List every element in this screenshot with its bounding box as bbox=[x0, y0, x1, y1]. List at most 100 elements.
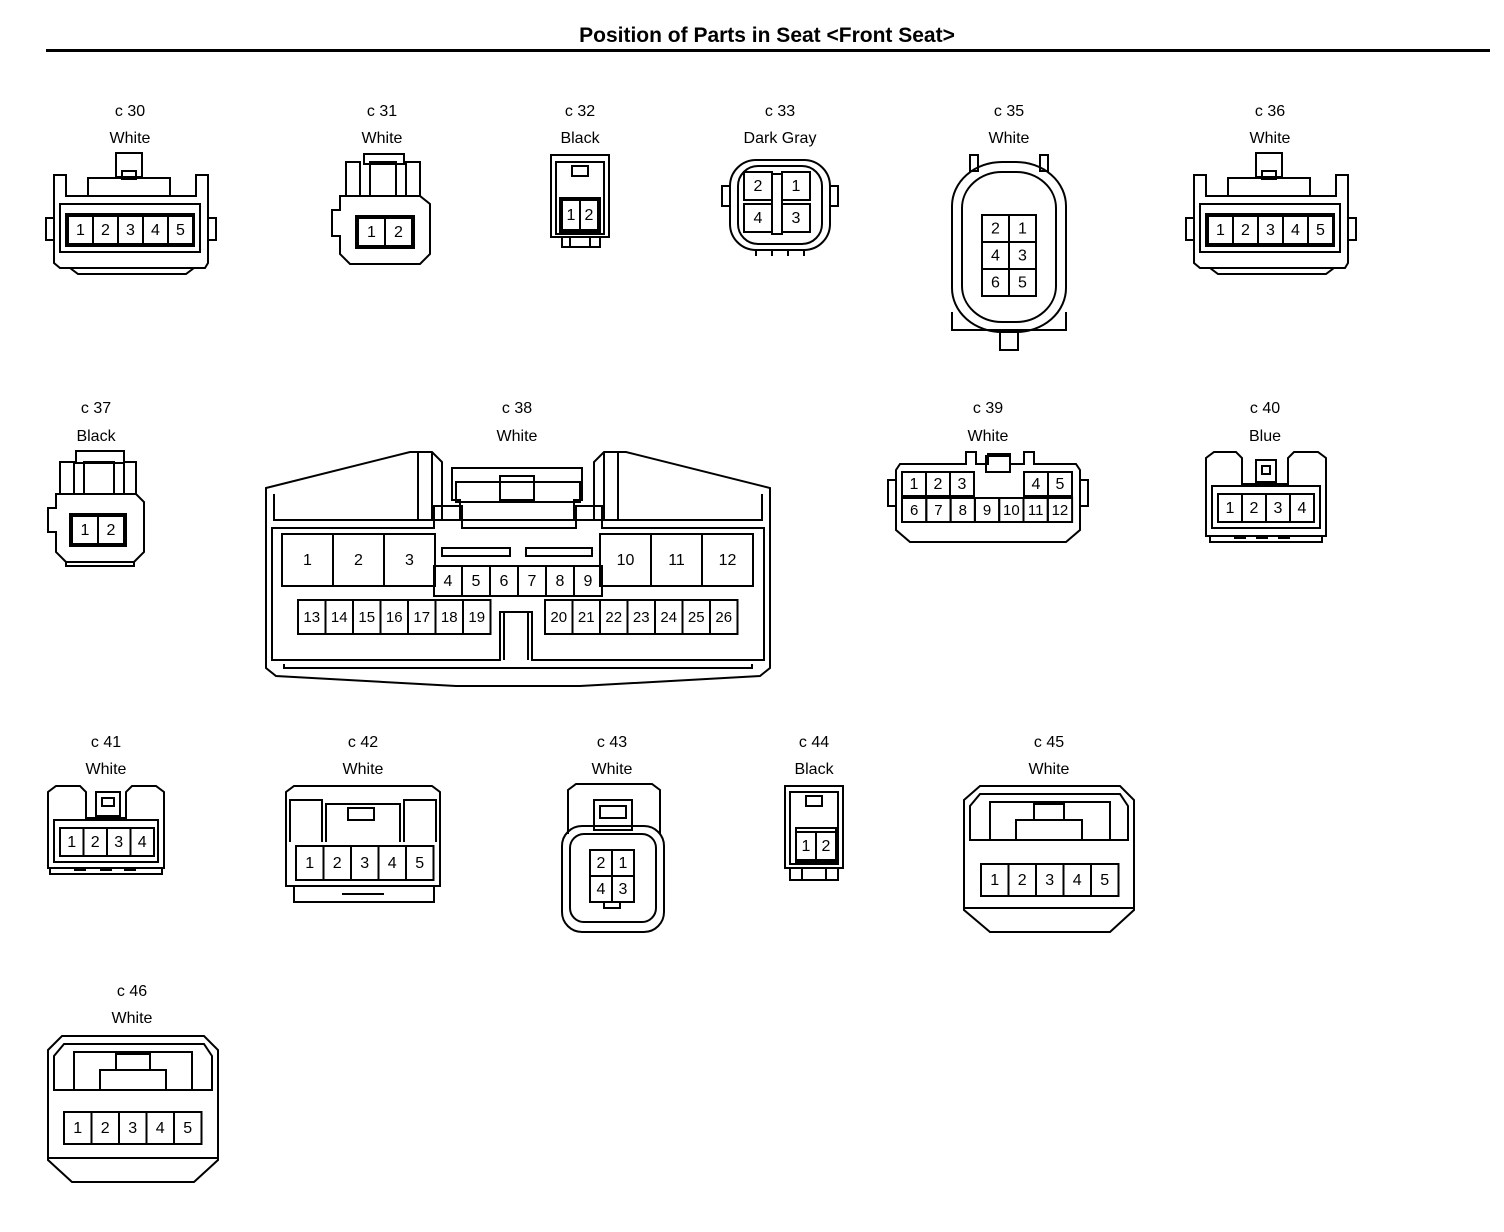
pin-number: 5 bbox=[415, 855, 424, 872]
pin-number: 3 bbox=[405, 552, 414, 569]
pin-c43-2: 2 bbox=[589, 849, 613, 877]
pin-number: 4 bbox=[597, 881, 606, 898]
pin-number: 7 bbox=[528, 573, 537, 590]
pin-number: 5 bbox=[1100, 872, 1109, 889]
connector-color: Blue bbox=[1248, 428, 1282, 445]
pin-number: 1 bbox=[802, 838, 811, 855]
pin-number: 4 bbox=[991, 248, 1000, 265]
pin-c39-1: 1 bbox=[901, 471, 927, 497]
connector-color: White bbox=[496, 428, 538, 445]
pin-number: 1 bbox=[910, 476, 919, 493]
pin-c40-3: 3 bbox=[1265, 493, 1291, 523]
pin-c39-12: 12 bbox=[1046, 497, 1074, 523]
pin-number: 4 bbox=[754, 210, 763, 227]
pin-number: 2 bbox=[107, 522, 116, 539]
pin-number: 4 bbox=[1291, 222, 1300, 239]
pin-c39-3: 3 bbox=[949, 471, 975, 497]
pin-c38-24: 24 bbox=[654, 599, 684, 635]
pin-c38-9: 9 bbox=[573, 565, 603, 597]
pin-c46-3: 3 bbox=[118, 1111, 148, 1145]
pin-number: 4 bbox=[388, 855, 397, 872]
pin-number: 3 bbox=[360, 855, 369, 872]
pin-number: 4 bbox=[1073, 872, 1082, 889]
pin-number: 1 bbox=[990, 872, 999, 889]
pin-c38-3: 3 bbox=[383, 533, 436, 587]
pin-number: 4 bbox=[151, 222, 160, 239]
pin-number: 9 bbox=[983, 502, 991, 519]
connector-color: White bbox=[591, 761, 633, 778]
pin-number: 3 bbox=[1018, 248, 1027, 265]
pin-c38-13: 13 bbox=[297, 599, 327, 635]
pin-number: 24 bbox=[660, 609, 677, 626]
pin-c39-7: 7 bbox=[925, 497, 952, 523]
pin-c39-5: 5 bbox=[1047, 471, 1073, 497]
pin-c38-18: 18 bbox=[434, 599, 464, 635]
pin-number: 12 bbox=[1052, 502, 1069, 519]
pin-c38-11: 11 bbox=[650, 533, 703, 587]
connector-code: c 37 bbox=[80, 400, 112, 417]
pin-number: 16 bbox=[386, 609, 403, 626]
pin-number: 1 bbox=[76, 222, 85, 239]
connector-code: c 32 bbox=[564, 103, 596, 120]
connector-code: c 38 bbox=[501, 400, 533, 417]
pin-number: 7 bbox=[934, 502, 942, 519]
pin-c38-25: 25 bbox=[681, 599, 711, 635]
connector-code: c 35 bbox=[993, 103, 1025, 120]
connector-color: White bbox=[342, 761, 384, 778]
pin-number: 3 bbox=[128, 1120, 137, 1137]
pin-c41-2: 2 bbox=[82, 827, 108, 857]
pin-number: 6 bbox=[500, 573, 509, 590]
pin-number: 1 bbox=[567, 207, 576, 224]
pin-number: 1 bbox=[67, 834, 76, 851]
pin-number: 3 bbox=[1045, 872, 1054, 889]
pin-number: 22 bbox=[605, 609, 622, 626]
connector-code: c 33 bbox=[764, 103, 796, 120]
pin-number: 20 bbox=[550, 609, 567, 626]
pin-c36-5: 5 bbox=[1307, 215, 1334, 245]
page-title: Position of Parts in Seat <Front Seat> bbox=[579, 24, 955, 47]
pin-number: 19 bbox=[468, 609, 485, 626]
pin-number: 15 bbox=[358, 609, 375, 626]
pin-c38-16: 16 bbox=[379, 599, 409, 635]
connector-color: White bbox=[967, 428, 1009, 445]
pin-number: 3 bbox=[792, 210, 801, 227]
pin-c38-14: 14 bbox=[324, 599, 354, 635]
pin-c45-3: 3 bbox=[1035, 863, 1065, 897]
pin-number: 1 bbox=[1226, 500, 1235, 517]
pin-number: 3 bbox=[126, 222, 135, 239]
pin-c39-8: 8 bbox=[949, 497, 976, 523]
pin-c38-4: 4 bbox=[433, 565, 463, 597]
pin-c31-2: 2 bbox=[384, 217, 413, 247]
pin-c33-2: 2 bbox=[743, 171, 773, 201]
pin-number: 2 bbox=[822, 838, 831, 855]
pin-number: 1 bbox=[619, 855, 628, 872]
pin-number: 12 bbox=[719, 552, 737, 569]
pin-number: 3 bbox=[114, 834, 123, 851]
pin-c42-4: 4 bbox=[377, 845, 407, 881]
pin-c38-6: 6 bbox=[489, 565, 519, 597]
pin-number: 2 bbox=[597, 855, 606, 872]
pin-number: 2 bbox=[585, 207, 594, 224]
pin-number: 11 bbox=[1028, 502, 1044, 519]
pin-c40-4: 4 bbox=[1289, 493, 1315, 523]
pin-c39-2: 2 bbox=[925, 471, 951, 497]
pin-c42-3: 3 bbox=[350, 845, 380, 881]
pin-c35-6: 6 bbox=[981, 268, 1010, 297]
connector-color: White bbox=[1249, 130, 1291, 147]
connector-code: c 43 bbox=[596, 734, 628, 751]
pin-c33-4: 4 bbox=[743, 203, 773, 233]
pin-c32-1: 1 bbox=[561, 199, 581, 231]
pin-c38-8: 8 bbox=[545, 565, 575, 597]
connector-color: White bbox=[111, 1010, 153, 1027]
pin-c42-5: 5 bbox=[405, 845, 435, 881]
